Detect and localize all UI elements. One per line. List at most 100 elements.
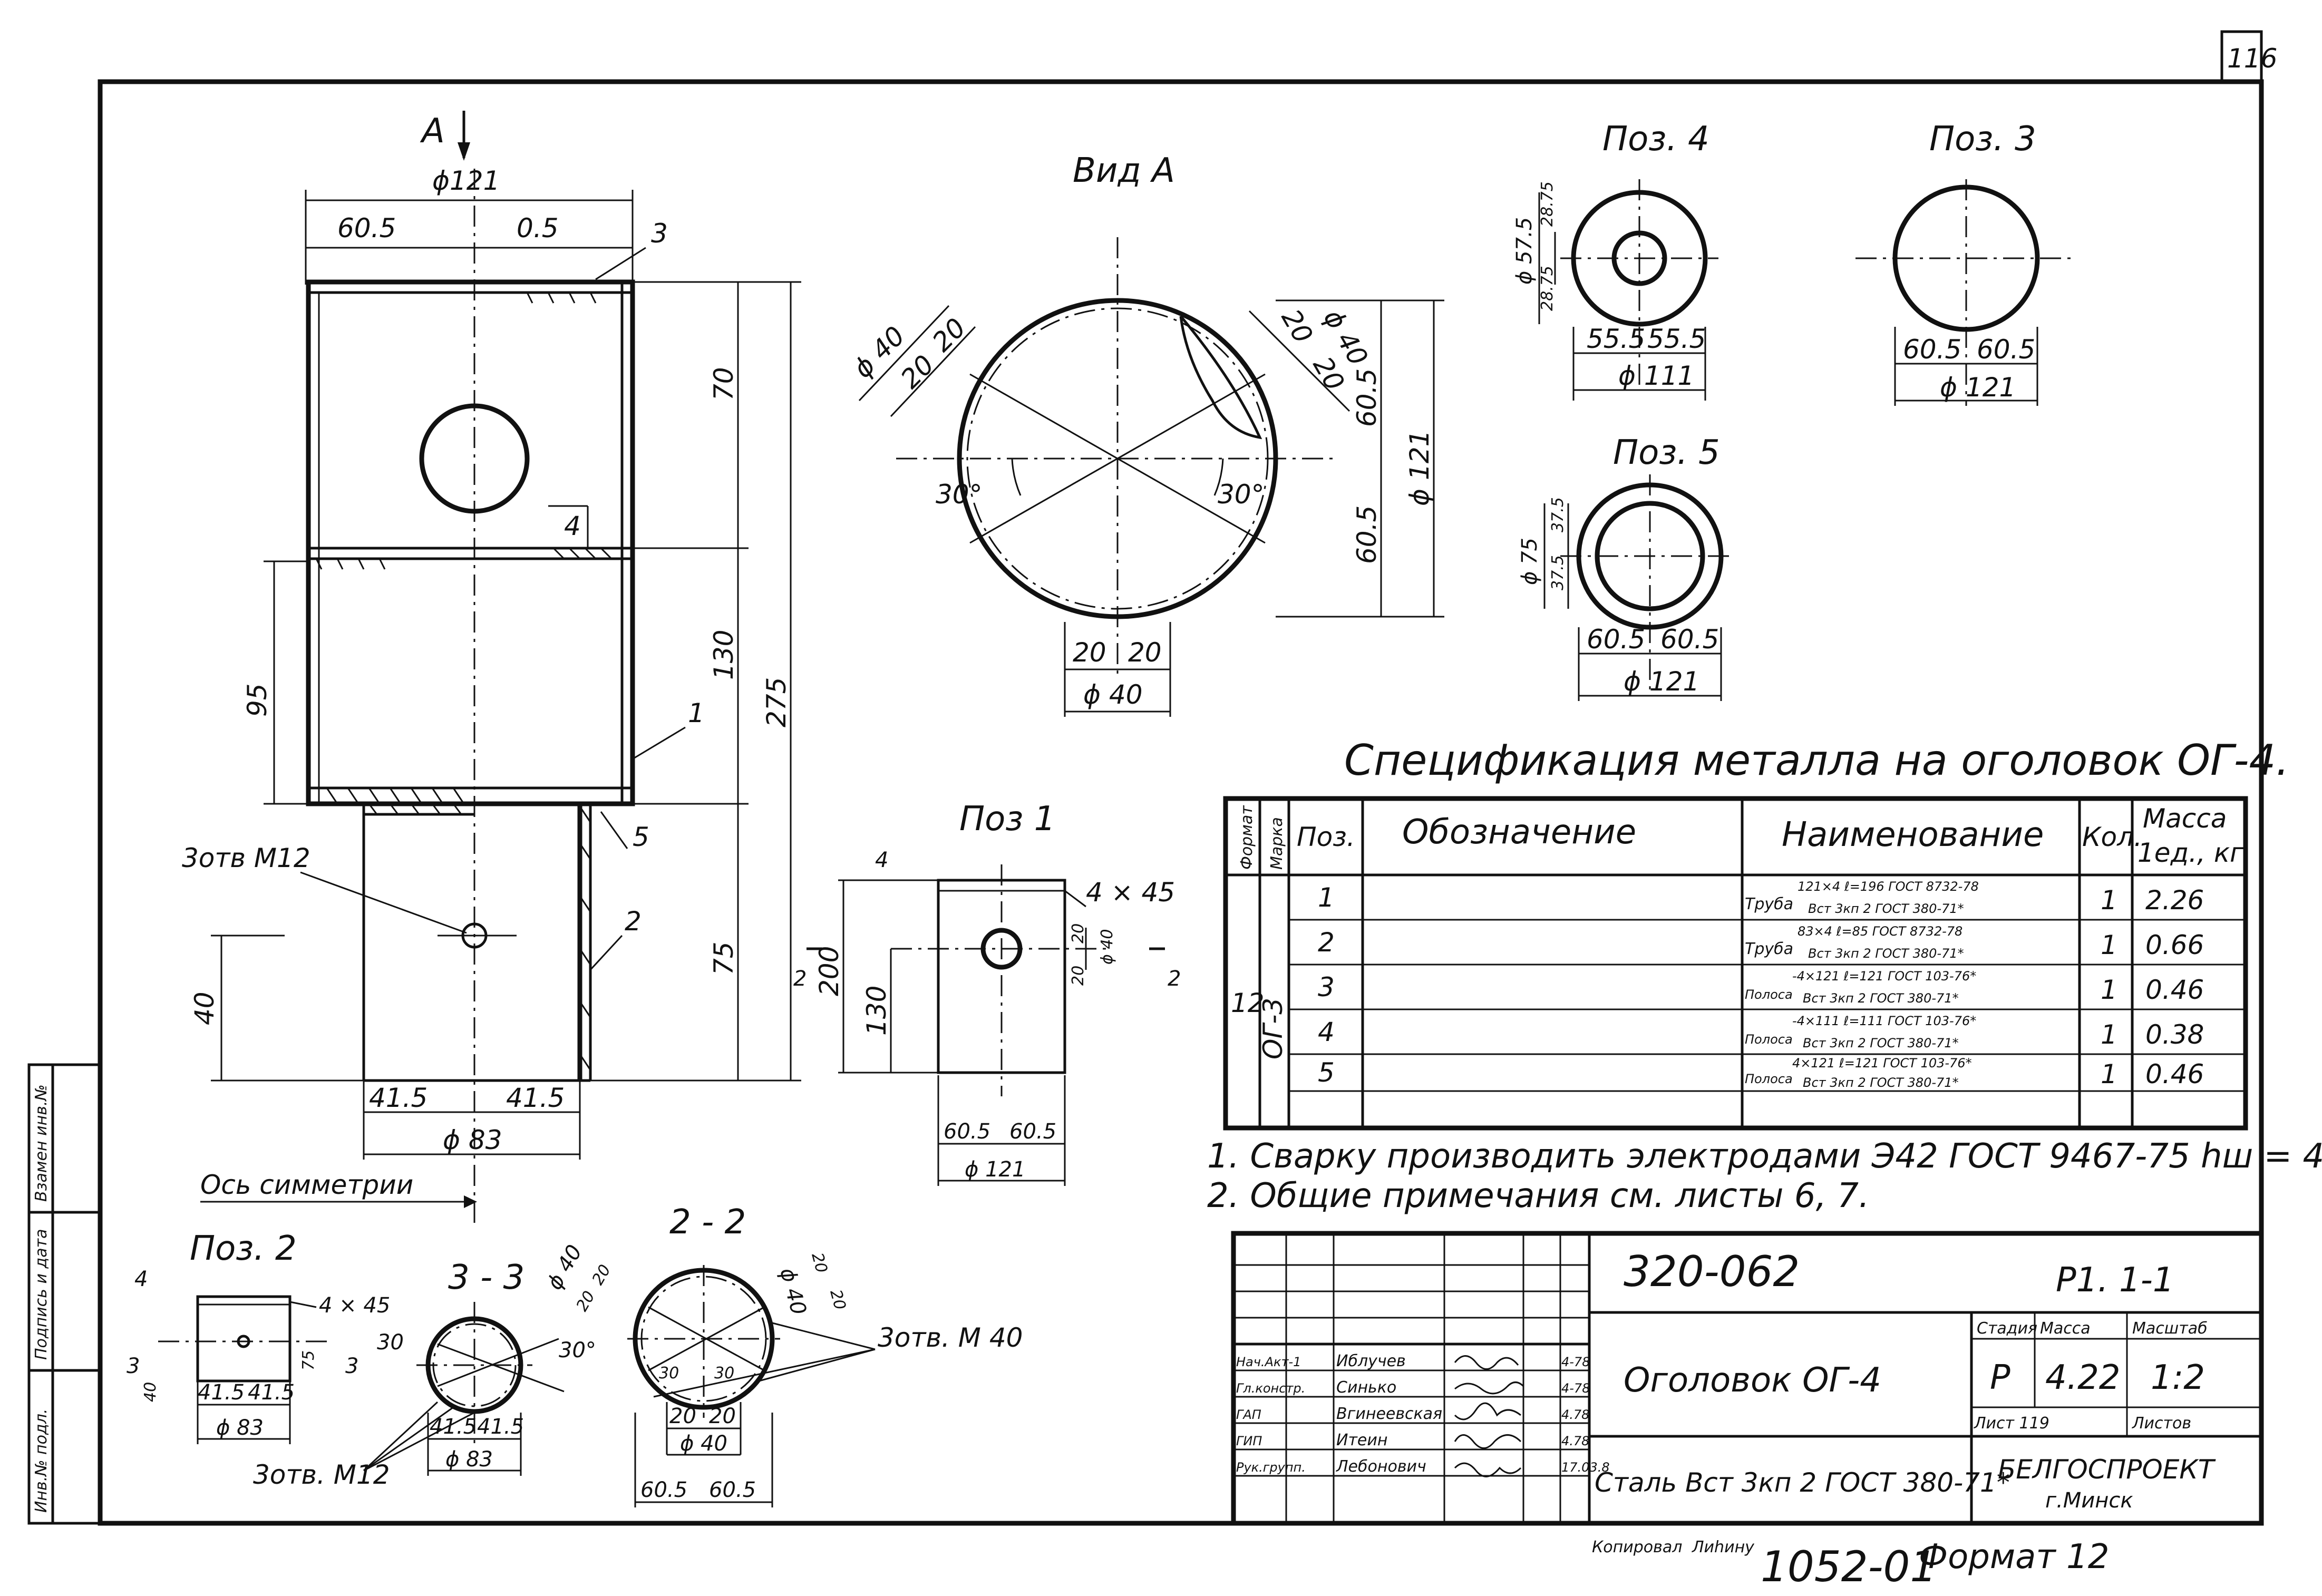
pos1-d20a: 20 — [1069, 923, 1087, 943]
section22-hole-label: 3отв. М 40 — [878, 1322, 1023, 1353]
view-a-b40: ϕ 40 — [1083, 679, 1143, 710]
spec-row: 2 Труба 83×4 ℓ=85 ГОСТ 8732-78 Вст 3кп 2… — [1318, 924, 2204, 961]
pos1-d605b: 60.5 — [1009, 1120, 1056, 1144]
sheets-count: Листов — [2132, 1414, 2191, 1433]
spec-row: 4 Полоса -4×111 ℓ=111 ГОСТ 103-76* Вст 3… — [1318, 1014, 2204, 1050]
doc-code: 320-062 — [1624, 1247, 1800, 1296]
pos1-d4: 4 — [875, 848, 888, 872]
signature-name: Синько — [1336, 1378, 1396, 1397]
signature-role: Нач.Акт-1 — [1236, 1355, 1301, 1369]
section33-d415b: 41.5 — [477, 1415, 524, 1439]
pos4-title: Поз. 4 — [1602, 120, 1709, 159]
spec-row-bottom: Вст 3кп 2 ГОСТ 380-71* — [1803, 1036, 1959, 1050]
pos4-callout: 4 — [564, 511, 581, 541]
specification-table: Спецификация металла на оголовок ОГ-4. Ф… — [1223, 736, 2289, 1131]
sheet-number: Лист 119 — [1974, 1414, 2049, 1433]
dim-130: 130 — [708, 630, 739, 680]
spec-row-pos: 3 — [1318, 972, 1335, 1003]
signature-scribble — [1454, 1381, 1524, 1395]
pos5-title: Поз. 5 — [1613, 433, 1720, 472]
spec-header-mass2: 1ед., кг — [2138, 838, 2244, 868]
spec-row-bottom: Вст 3кп 2 ГОСТ 380-71* — [1803, 991, 1959, 1006]
spec-row-qty: 1 — [2101, 1059, 2117, 1089]
spec-row: 5 Полоса 4×121 ℓ=121 ГОСТ 103-76* Вст 3к… — [1318, 1056, 2204, 1090]
signature-row: ГАП Вгинеевская 4.78 — [1236, 1405, 1589, 1423]
view-a-b20b: 20 — [1128, 637, 1162, 668]
pos1-d40: ϕ 40 — [1098, 929, 1116, 965]
organization: БЕЛГОСПРОЕКТ — [1998, 1454, 2216, 1485]
pos5-callout: 5 — [633, 822, 649, 852]
pos5-detail: Поз. 5 ϕ 75 37.5 37.5 60.5 60.5 ϕ 121 — [1518, 433, 1734, 701]
spec-row-mass: 0.46 — [2145, 975, 2204, 1005]
main-view: А ϕ121 60.5 0.5 3 4 — [182, 111, 801, 1228]
view-a-angle-30b: 30° — [1218, 479, 1265, 510]
pos1-section2-left: 2 — [793, 967, 807, 991]
signature-name: Лебонович — [1336, 1457, 1426, 1476]
section22-b40: ϕ 40 — [680, 1432, 727, 1456]
signature-scribble — [1454, 1402, 1521, 1420]
pos1-chamfer: 4 × 45 — [1086, 877, 1175, 908]
view-a-d20b: 20 — [926, 312, 971, 357]
dim-05: 0.5 — [517, 213, 559, 244]
dim-415b: 41.5 — [506, 1083, 565, 1113]
pos1-d605a: 60.5 — [944, 1120, 990, 1144]
signature-scribble — [1454, 1462, 1522, 1477]
signature-name: Итеин — [1336, 1431, 1388, 1449]
view-a-d605b: 60.5 — [1352, 505, 1382, 564]
view-a-d605a: 60.5 — [1352, 368, 1382, 427]
spec-row-mass: 0.38 — [2145, 1019, 2204, 1050]
side-stamp-sign: Подпись и дата — [32, 1229, 51, 1360]
spec-mark-value: ОГ-3 — [1258, 998, 1288, 1059]
dim-d83: ϕ 83 — [443, 1125, 502, 1155]
section22-title: 2 - 2 — [669, 1203, 746, 1242]
dim-605: 60.5 — [337, 213, 396, 244]
view-a-angle-30a: 30° — [936, 479, 983, 510]
title-block: Нач.Акт-1 Иблучев 4-78 Гл.констр. Синько… — [1231, 1231, 2264, 1526]
pos2-d415b: 41.5 — [248, 1380, 295, 1405]
dim-75: 75 — [708, 941, 739, 975]
spec-format-value: 12 — [1231, 988, 1265, 1018]
dim-40: 40 — [189, 991, 220, 1025]
spec-row-bottom: Вст 3кп 2 ГОСТ 380-71* — [1808, 901, 1964, 916]
view-a-d121: ϕ 121 — [1404, 430, 1435, 506]
pos3-d605a: 60.5 — [1903, 334, 1961, 365]
pos3-detail: Поз. 3 60.5 60.5 ϕ 121 — [1855, 120, 2077, 406]
pos1-section2-right: 2 — [1168, 967, 1181, 991]
signature-date: 4-78 — [1561, 1381, 1590, 1396]
mass-value: 4.22 — [2045, 1358, 2121, 1397]
pos2-detail: Поз. 2 4 4 × 45 3 3 40 75 41.5 41.5 ϕ 83 — [127, 1229, 390, 1444]
pos4-d555b: 55.5 — [1647, 324, 1706, 354]
section22-d605b: 60.5 — [709, 1478, 756, 1502]
spec-header-qty: Кол. — [2082, 822, 2142, 852]
signature-date: 4.78 — [1561, 1407, 1589, 1422]
dim-70: 70 — [708, 367, 739, 401]
section33-d20b: 20 — [589, 1261, 615, 1288]
organization-city: г.Минск — [2045, 1488, 2133, 1513]
material: Сталь Вст 3кп 2 ГОСТ 380-71* — [1595, 1467, 2010, 1498]
pos4-d2875a: 28.75 — [1538, 181, 1557, 227]
section-2-2: 2 - 2 30 30 ϕ 40 20 20 20 20 ϕ 40 60.5 6… — [627, 1203, 1023, 1507]
spec-header-designation: Обозначение — [1402, 813, 1636, 852]
pos5-d605b: 60.5 — [1660, 624, 1719, 655]
pos5-d121: ϕ 121 — [1624, 666, 1699, 697]
spec-row-top: 83×4 ℓ=85 ГОСТ 8732-78 — [1798, 924, 1962, 939]
signature-scribble — [1454, 1434, 1522, 1449]
signature-row: Рук.групп. Лебонович 17.03.8 — [1236, 1457, 1610, 1476]
signature-row: ГИП Итеин 4.78 — [1236, 1431, 1589, 1449]
side-stamp: Инв.№ подл. Подпись и дата Взамен инв.№ — [27, 1063, 102, 1525]
scale-header: Масштаб — [2132, 1319, 2208, 1338]
spec-row-pos: 2 — [1318, 927, 1335, 958]
section22-d20a: 20 — [808, 1251, 831, 1275]
section33-angle-a: 30 — [377, 1330, 404, 1355]
pos1-d200: 200 — [814, 946, 844, 996]
signature-date: 4-78 — [1561, 1355, 1590, 1369]
pos5-d75: ϕ 75 — [1518, 538, 1542, 585]
dim-95: 95 — [242, 683, 273, 717]
sheet-ref: Р1. 1-1 — [2056, 1261, 2174, 1300]
section22-d605a: 60.5 — [640, 1478, 687, 1502]
spec-row-top: -4×121 ℓ=121 ГОСТ 103-76* — [1792, 969, 1976, 984]
page-number: 116 — [2227, 43, 2277, 74]
pos4-d575: ϕ 57.5 — [1512, 217, 1537, 285]
